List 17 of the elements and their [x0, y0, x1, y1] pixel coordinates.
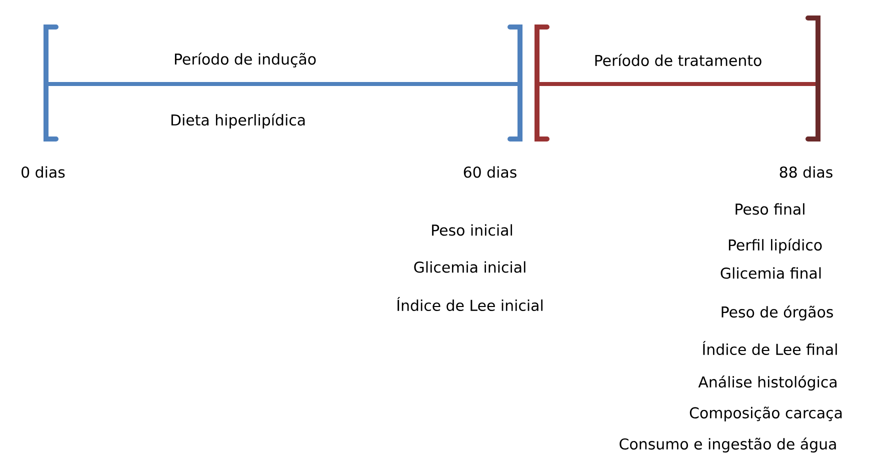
measure-label: Peso de órgãos	[722, 305, 833, 321]
day-label: 0 dias	[22, 166, 65, 178]
measure-label: Índice de Lee final	[702, 340, 837, 356]
measure-label: Análise histológica	[698, 375, 836, 391]
measure-label: Glicemia final	[720, 267, 821, 279]
measure-label: Glicemia inicial	[414, 261, 526, 273]
measure-label: Peso final	[736, 203, 804, 215]
diet-label: Dieta hiperlipídica	[171, 113, 305, 129]
measure-label: Perfil lipídico	[728, 238, 822, 254]
period-label: Período de indução	[174, 52, 316, 68]
day-label: 60 dias	[464, 166, 516, 178]
measure-label: Índice de Lee inicial	[397, 296, 542, 312]
day-label: 88 dias	[780, 166, 832, 178]
measure-label: Consumo e ingestão de água	[620, 437, 836, 453]
measure-label: Composição carcaça	[690, 406, 842, 422]
measure-label: Peso inicial	[432, 224, 512, 236]
period-label: Período de tratamento	[595, 54, 762, 66]
